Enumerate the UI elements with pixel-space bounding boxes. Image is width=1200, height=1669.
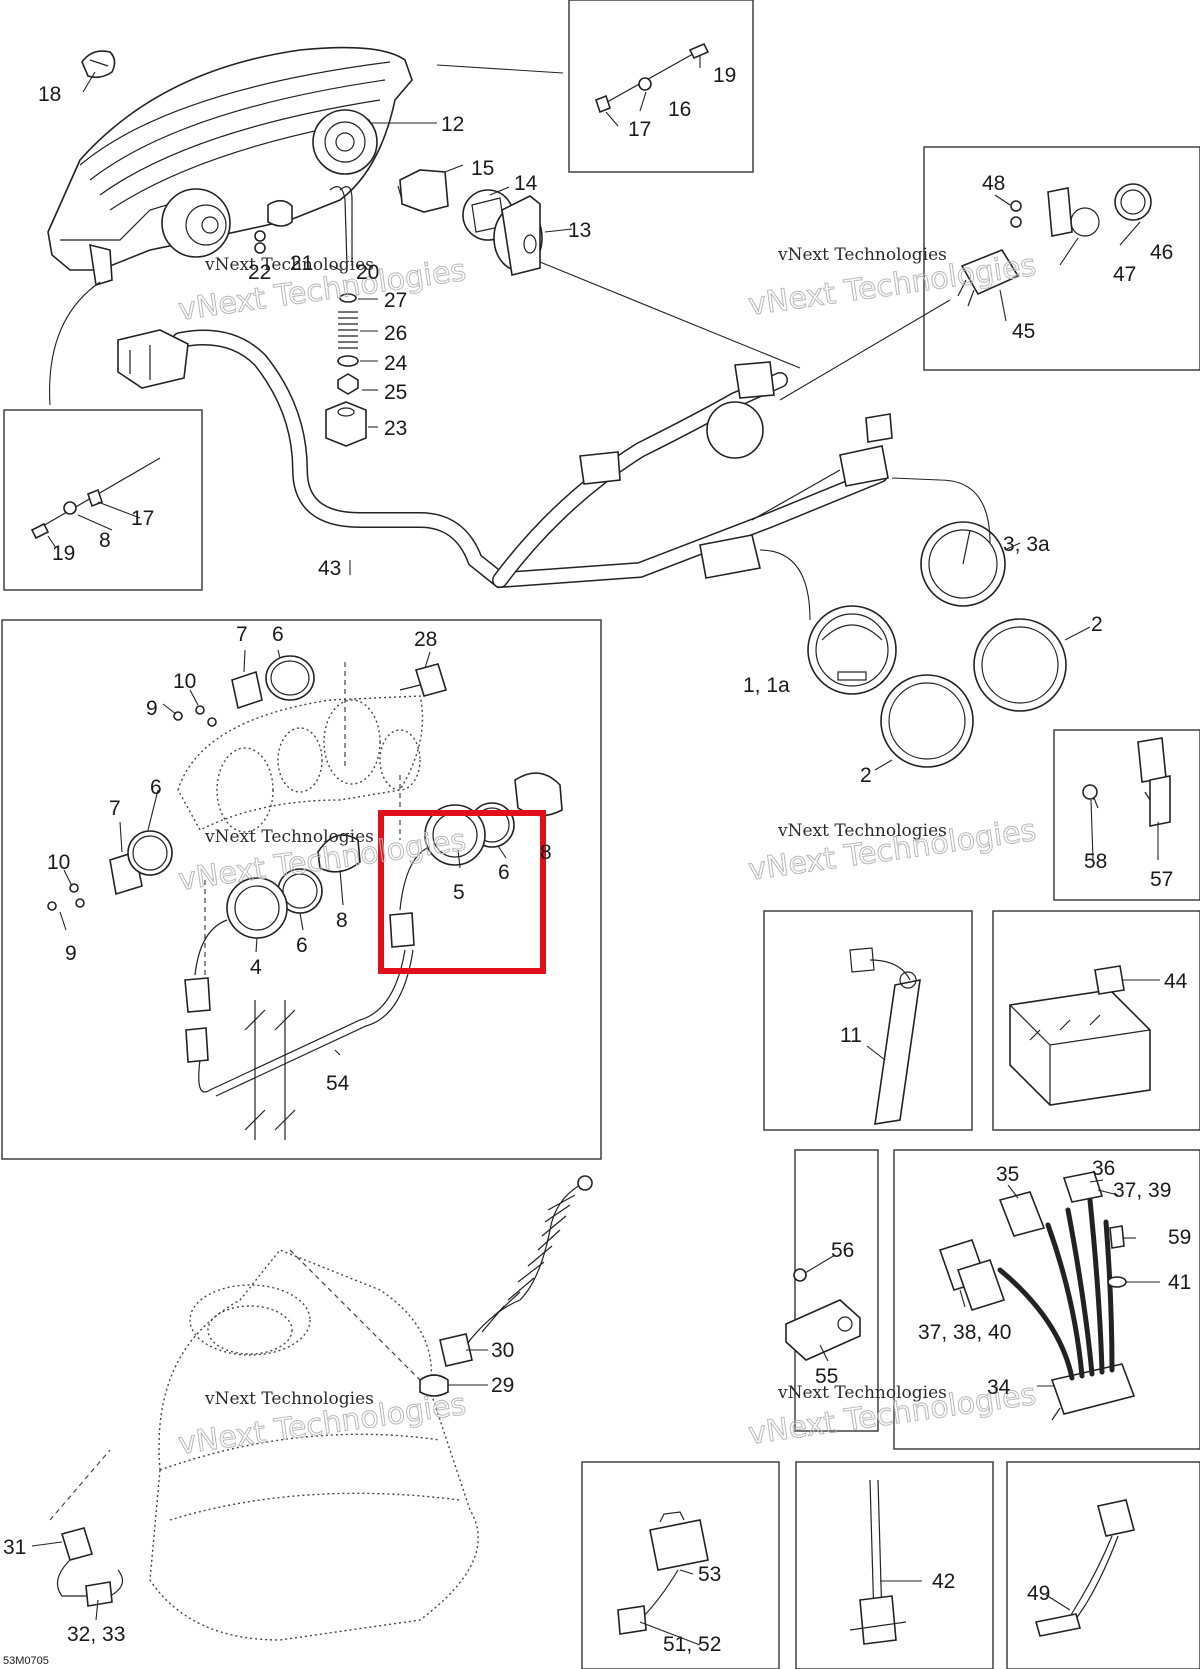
label-27: 27 [384, 289, 407, 312]
label-32-33: 32, 33 [67, 1623, 125, 1646]
label-35: 35 [996, 1163, 1019, 1186]
label-6-mid: 6 [150, 776, 162, 799]
label-7-mid: 7 [109, 797, 121, 820]
label-26: 26 [384, 322, 407, 345]
label-2-lower: 2 [860, 764, 872, 787]
label-30: 30 [491, 1339, 514, 1362]
label-10-mid: 10 [47, 851, 70, 874]
label-42: 42 [932, 1570, 955, 1593]
label-37-39: 37, 39 [1113, 1179, 1171, 1202]
diagram-code: 53M0705 [3, 1655, 49, 1667]
part-labels: 19 16 17 18 12 15 14 13 21 22 20 27 26 2… [3, 64, 1191, 1667]
label-43: 43 [318, 557, 341, 580]
svg-text:vNext Technologies: vNext Technologies [777, 821, 947, 841]
regulator-inset [938, 1171, 1136, 1421]
svg-text:vNext Technologies: vNext Technologies [777, 1383, 947, 1403]
label-23: 23 [384, 417, 407, 440]
label-41: 41 [1168, 1271, 1191, 1294]
label-53: 53 [698, 1563, 721, 1586]
bulb-socket-group [397, 169, 543, 276]
headlamp-assembly [47, 46, 413, 287]
label-49: 49 [1027, 1582, 1050, 1605]
leader-lines [31, 55, 1160, 1646]
switch-inset [617, 1511, 709, 1635]
label-58: 58 [1084, 850, 1107, 873]
label-4: 4 [250, 956, 262, 979]
label-20: 20 [356, 261, 379, 284]
label-6-top: 6 [272, 623, 284, 646]
label-37-38-40: 37, 38, 40 [918, 1321, 1011, 1344]
label-48: 48 [982, 172, 1005, 195]
label-8-low: 8 [336, 909, 348, 932]
label-57: 57 [1150, 868, 1173, 891]
label-45: 45 [1012, 320, 1035, 343]
label-54: 54 [326, 1072, 350, 1095]
label-29: 29 [491, 1374, 514, 1397]
label-17-top: 17 [628, 118, 651, 141]
label-1-1a: 1, 1a [743, 674, 790, 697]
label-55: 55 [815, 1365, 838, 1388]
label-19-top: 19 [713, 64, 736, 87]
label-56: 56 [831, 1239, 854, 1262]
label-2-right: 2 [1091, 613, 1103, 636]
label-22: 22 [248, 261, 271, 284]
label-28: 28 [414, 628, 437, 651]
oxygen-sensor-inset [1034, 1499, 1135, 1637]
fuse-box-inset [1009, 965, 1151, 1106]
label-12: 12 [441, 113, 464, 136]
label-8-left: 8 [99, 529, 111, 552]
label-15: 15 [471, 157, 494, 180]
watermarks: vNext Technologies vNext Technologies vN… [176, 245, 1039, 1462]
label-11: 11 [840, 1024, 862, 1047]
svg-text:vNext Technologies: vNext Technologies [777, 245, 947, 265]
bolt-inset-top [595, 42, 710, 114]
label-34: 34 [987, 1376, 1011, 1399]
label-13: 13 [568, 219, 591, 242]
label-46: 46 [1150, 241, 1173, 264]
probe-inset [849, 1479, 907, 1645]
label-44: 44 [1164, 970, 1188, 993]
svg-text:vNext Technologies: vNext Technologies [204, 255, 374, 275]
label-6-low: 6 [296, 934, 308, 957]
bracket-inset [1082, 737, 1171, 827]
label-7-top: 7 [236, 623, 248, 646]
label-3-3a: 3, 3a [1003, 533, 1050, 556]
cluster-inset-parts [47, 655, 563, 1140]
label-31: 31 [3, 1536, 26, 1559]
label-51-52: 51, 52 [663, 1633, 721, 1656]
label-5: 5 [453, 881, 465, 904]
lower-console [49, 1175, 593, 1641]
sensor-bracket-inset [785, 1268, 861, 1361]
label-16: 16 [668, 98, 691, 121]
label-6-right: 6 [498, 861, 510, 884]
gauges-top [807, 521, 1067, 768]
label-24: 24 [384, 352, 408, 375]
fuel-sender-inset [849, 947, 921, 1125]
label-25: 25 [384, 381, 407, 404]
highlight-box [378, 810, 546, 974]
label-59: 59 [1168, 1226, 1191, 1249]
label-9-top: 9 [146, 697, 158, 720]
label-19-left: 19 [52, 542, 75, 565]
label-47: 47 [1113, 263, 1136, 286]
label-18: 18 [38, 83, 61, 106]
adjuster-stack [325, 186, 367, 447]
label-10-top: 10 [173, 670, 196, 693]
relay-inset-parts [957, 183, 1152, 307]
label-17-left: 17 [131, 507, 154, 530]
svg-text:vNext Technologies: vNext Technologies [204, 827, 374, 847]
label-9-mid: 9 [65, 942, 77, 965]
label-14: 14 [514, 172, 538, 195]
label-8-right: 8 [540, 841, 552, 864]
svg-text:vNext Technologies: vNext Technologies [204, 1389, 374, 1409]
label-21: 21 [290, 252, 313, 275]
label-36: 36 [1092, 1157, 1115, 1180]
main-harness [117, 329, 893, 589]
